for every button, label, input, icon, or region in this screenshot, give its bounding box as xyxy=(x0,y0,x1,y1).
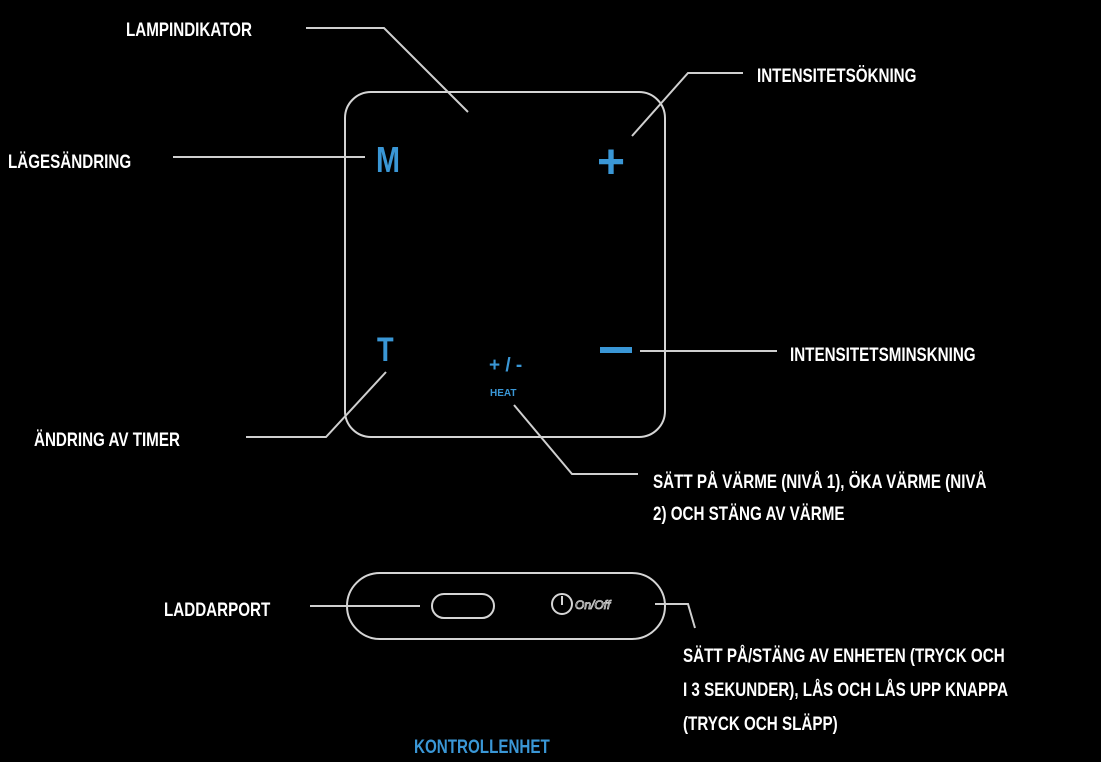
label-mode-change: LÄGESÄNDRING xyxy=(8,150,131,172)
label-power-line3: (TRYCK OCH SLÄPP) xyxy=(683,712,838,734)
label-intensity-increase: INTENSITETSÖKNING xyxy=(757,64,916,86)
control-panel-outline xyxy=(344,91,666,438)
leader-heat xyxy=(513,404,638,475)
leader-lamp-indicator xyxy=(306,27,469,113)
label-charging-port: LADDARPORT xyxy=(164,598,271,620)
mode-button[interactable]: M xyxy=(376,139,400,180)
label-lamp-indicator: LAMPINDIKATOR xyxy=(126,18,252,40)
leader-intensity-increase xyxy=(631,72,743,137)
label-power-line2: I 3 SEKUNDER), LÅS OCH LÅS UPP KNAPPA xyxy=(683,678,1008,700)
heat-button-label: HEAT xyxy=(490,388,516,399)
label-intensity-decrease: INTENSITETSMINSKNING xyxy=(790,343,976,365)
power-button-icon[interactable] xyxy=(551,593,573,615)
power-button-label: On/Off xyxy=(575,598,612,612)
caption-control-unit: KONTROLLENHET xyxy=(414,735,550,757)
heat-button-symbol[interactable]: + / - xyxy=(489,355,522,376)
timer-button[interactable]: T xyxy=(377,330,394,369)
leader-lines xyxy=(173,27,777,629)
label-power-line1: SÄTT PÅ/STÄNG AV ENHETEN (TRYCK OCH xyxy=(683,644,1005,666)
label-heat-line1: SÄTT PÅ VÄRME (NIVÅ 1), ÖKA VÄRME (NIVÅ xyxy=(653,470,987,492)
minus-button[interactable] xyxy=(600,347,632,353)
leader-timer-change xyxy=(246,371,387,438)
charging-port-icon xyxy=(431,593,495,619)
label-timer-change: ÄNDRING AV TIMER xyxy=(34,428,180,450)
leader-power xyxy=(655,603,696,629)
label-heat-line2: 2) OCH STÄNG AV VÄRME xyxy=(653,502,845,524)
plus-button[interactable]: + xyxy=(597,136,625,189)
